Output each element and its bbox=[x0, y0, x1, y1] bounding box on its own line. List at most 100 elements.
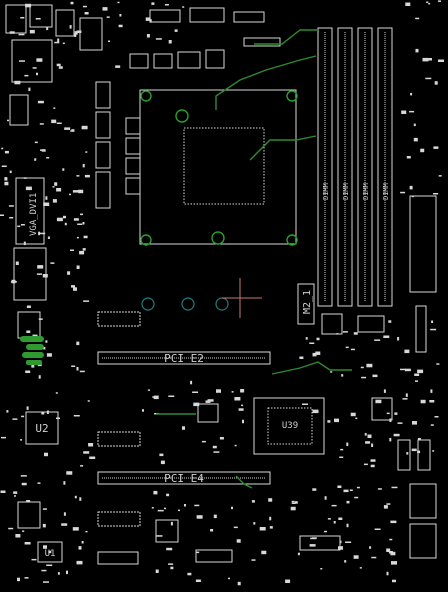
chipset-outline bbox=[253, 397, 325, 455]
smd-component bbox=[151, 507, 154, 509]
smd-component bbox=[355, 417, 358, 420]
smd-component bbox=[411, 195, 414, 198]
smd-component bbox=[160, 460, 165, 465]
smd-component bbox=[432, 450, 435, 452]
smd-component bbox=[409, 185, 413, 190]
smd-component bbox=[430, 424, 434, 426]
smd-component bbox=[312, 352, 317, 357]
smd-component bbox=[195, 579, 201, 582]
smd-component bbox=[34, 158, 37, 161]
smd-component bbox=[155, 569, 159, 573]
smd-component bbox=[31, 364, 35, 368]
smd-component bbox=[413, 137, 418, 142]
smd-component bbox=[23, 177, 27, 179]
smd-component bbox=[178, 509, 180, 512]
smd-component bbox=[400, 191, 406, 194]
smd-component bbox=[37, 100, 44, 104]
smd-component bbox=[70, 130, 75, 132]
smd-component bbox=[155, 38, 162, 40]
smd-component bbox=[18, 33, 25, 36]
smd-component bbox=[166, 547, 173, 551]
bottom-header-1 bbox=[97, 551, 139, 565]
trace-5 bbox=[235, 475, 253, 489]
top-component-3 bbox=[233, 11, 265, 23]
dimm-label-b1: DIMM bbox=[362, 183, 370, 200]
smd-component bbox=[371, 556, 377, 559]
smd-component bbox=[364, 433, 367, 436]
smd-component bbox=[46, 353, 52, 357]
smd-component bbox=[153, 490, 158, 495]
smd-component bbox=[64, 127, 71, 130]
smd-component bbox=[12, 418, 18, 420]
vrm-mosfet-1 bbox=[125, 117, 141, 135]
smd-component bbox=[78, 546, 82, 550]
smd-component bbox=[9, 170, 12, 174]
smd-component bbox=[338, 517, 343, 520]
mid-component-1 bbox=[197, 403, 219, 423]
smd-component bbox=[66, 471, 73, 475]
smd-component bbox=[151, 2, 155, 5]
dimm-slot-a1 bbox=[317, 27, 333, 307]
smd-component bbox=[32, 67, 37, 69]
smd-component bbox=[37, 265, 44, 269]
smd-component bbox=[238, 408, 244, 411]
mid-right-component-3 bbox=[357, 315, 385, 333]
smd-component bbox=[371, 443, 374, 447]
smd-component bbox=[77, 223, 83, 225]
smd-component bbox=[391, 561, 397, 565]
smd-component bbox=[294, 501, 298, 504]
smd-component bbox=[375, 399, 382, 404]
smd-component bbox=[53, 107, 56, 109]
cpu-socket-outline bbox=[139, 89, 297, 245]
smd-component bbox=[13, 491, 18, 494]
smd-component bbox=[356, 486, 360, 489]
smd-component bbox=[290, 506, 296, 511]
smd-component bbox=[164, 4, 169, 6]
io-connector-1 bbox=[5, 4, 27, 34]
smd-component bbox=[26, 330, 31, 333]
smd-component bbox=[386, 412, 390, 415]
smd-component bbox=[401, 110, 407, 114]
vrm-mosfet-2 bbox=[125, 137, 141, 155]
smd-component bbox=[23, 241, 26, 246]
smd-component bbox=[63, 215, 66, 219]
smd-component bbox=[231, 506, 233, 510]
smd-component bbox=[40, 149, 45, 151]
sata-connector-1 bbox=[409, 483, 437, 519]
smd-component bbox=[427, 58, 432, 61]
smd-component bbox=[389, 418, 392, 422]
smd-component bbox=[334, 418, 339, 423]
smd-component bbox=[346, 500, 350, 504]
smd-component bbox=[196, 515, 203, 519]
smd-component bbox=[73, 287, 77, 291]
smd-component bbox=[231, 391, 234, 393]
pcie-slot-2-label: PCI_E2 bbox=[164, 352, 204, 365]
reference-marker bbox=[222, 278, 262, 318]
smd-component bbox=[402, 398, 408, 400]
smd-component bbox=[76, 30, 82, 33]
vrm-inductor-4 bbox=[95, 171, 111, 209]
smd-component bbox=[25, 3, 32, 8]
lower-component-button bbox=[155, 519, 179, 543]
smd-component bbox=[4, 150, 9, 154]
smd-component bbox=[242, 419, 244, 424]
smd-component bbox=[71, 285, 75, 288]
smd-component bbox=[331, 504, 337, 507]
mid-right-component-1 bbox=[371, 397, 393, 421]
smd-component bbox=[241, 404, 244, 407]
smd-component bbox=[164, 507, 166, 510]
smd-component bbox=[87, 400, 90, 402]
smd-component bbox=[82, 248, 86, 251]
smd-component bbox=[174, 29, 178, 32]
smd-component bbox=[299, 356, 304, 359]
io-connector-3 bbox=[55, 9, 75, 37]
smd-component bbox=[166, 493, 170, 497]
smd-component bbox=[383, 389, 386, 393]
smd-component bbox=[415, 48, 419, 53]
smd-component bbox=[434, 416, 439, 418]
smd-component bbox=[20, 439, 23, 441]
smd-component bbox=[81, 125, 88, 130]
io-connector-5 bbox=[9, 94, 29, 126]
smd-component bbox=[28, 87, 31, 92]
smd-component bbox=[346, 523, 349, 528]
